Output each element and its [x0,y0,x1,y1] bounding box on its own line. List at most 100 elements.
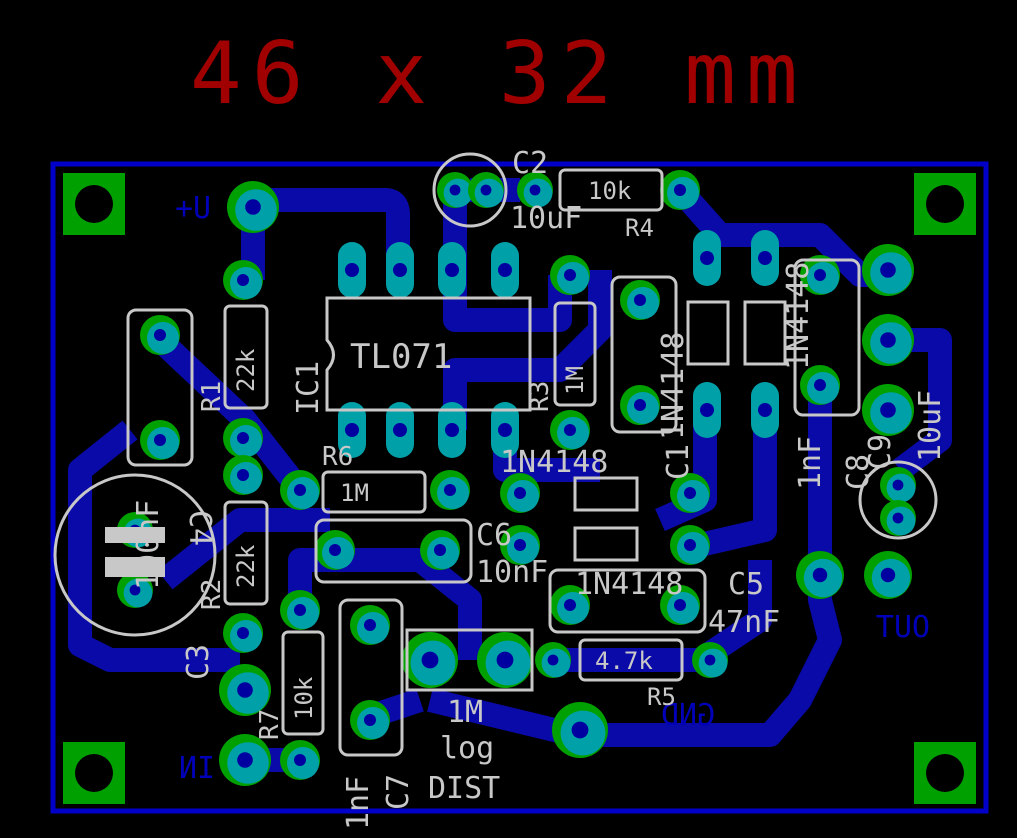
d4-value: 1N4148 [575,567,683,602]
r6-name: R6 [322,442,353,472]
ic1-value: TL071 [350,337,452,377]
drill-hole [498,423,512,437]
mounting-hole-top-left [63,173,125,235]
net-label-plus-u: +U [175,191,211,226]
r1-outline [223,304,269,410]
r7-outline [281,630,325,736]
drill-hole [496,651,514,669]
drill-hole [514,487,526,499]
drill-hole [237,752,253,768]
drill-hole [564,269,576,281]
c8-value: 1nF [793,436,828,490]
mounting-hole-top-right [914,173,976,235]
c6-outline [314,518,473,584]
c2-value: 10uF [510,201,582,236]
drill-hole [345,423,359,437]
c6-name: C6 [476,518,512,553]
r2-value: 22k [232,544,260,588]
drill-hole [564,424,576,436]
net-label-out: OUT [876,610,930,645]
drill-hole [880,567,896,583]
r7-name: R7 [255,709,285,740]
drill-hole [880,332,896,348]
d4-outline [573,526,639,562]
c1-outline [610,275,678,434]
drill-hole [154,329,166,341]
drill-hole [880,262,896,278]
r7-value: 10k [290,676,318,720]
ic1-outline [325,296,532,412]
drill-hole [674,184,686,196]
c2-outline [432,152,508,228]
c3-outline [126,308,194,467]
drill-hole [434,544,446,556]
mounting-holes [63,173,976,804]
drill-hole [237,682,253,698]
pot-taper: log [440,731,494,766]
drill-hole [892,512,904,524]
r1-name: R1 [197,381,227,412]
drill-hole [294,484,306,496]
drill-hole [294,604,306,616]
silkscreen-text: +U IN OUT GND TL071 IC1 22k R1 22k R2 1M… [131,146,948,830]
mounting-hole-bottom-right [914,742,976,804]
drill-hole [684,539,696,551]
drill-hole [684,487,696,499]
c5-name: C5 [728,567,764,602]
pads [117,170,916,786]
r3-name: R3 [525,381,555,412]
c7-outline [338,598,404,757]
c3-name: C3 [181,644,216,680]
d3-outline [573,476,639,512]
r5-value: 4.7k [595,647,653,675]
drill-hole [444,484,456,496]
drill-hole [498,263,512,277]
c8-name: C8 [841,454,876,490]
c4-value: 100nF [131,500,166,590]
c4-name: C4 [182,510,217,546]
drill-hole [237,627,249,639]
drill-hole [892,479,904,491]
r6-value: 1M [340,479,369,507]
drill-hole [129,584,141,596]
c1-name: C1 [661,444,696,480]
r1-value: 22k [232,348,260,392]
drill-hole [634,399,646,411]
drill-hole [393,423,407,437]
c4-outline [53,473,217,637]
drill-hole [364,714,376,726]
net-label-in: IN [179,751,215,786]
drill-hole [421,651,439,669]
drill-hole [237,274,249,286]
r5-name: R5 [647,683,676,711]
c9-value: 10uF [913,390,948,462]
net-label-gnd: GND [661,698,715,733]
c5-outline [548,568,707,634]
drill-hole [814,269,826,281]
c9-name: C9 [863,434,898,470]
pot-name: DIST [428,771,500,806]
r3-value: 1M [561,366,589,395]
drill-hole [700,403,714,417]
c7-name: C7 [381,774,416,810]
r6-outline [321,470,427,514]
drill-hole [634,294,646,306]
drill-hole [700,251,714,265]
d1-value: 1N4148 [656,332,691,440]
drill-hole [480,184,492,196]
mounting-hole-bottom-left [63,742,125,804]
r2-name: R2 [197,579,227,610]
r3-outline [553,301,597,407]
drill-hole [758,251,772,265]
drill-hole [345,263,359,277]
drill-hole [237,432,249,444]
r2-outline [223,500,269,606]
c9-outline [858,460,938,540]
board-dimension-label: 46 x 32 mm [190,24,808,124]
drill-hole [564,599,576,611]
drill-hole [758,403,772,417]
pot-value: 1M [447,695,483,730]
drill-hole [814,379,826,391]
ic1-name: IC1 [291,361,326,415]
